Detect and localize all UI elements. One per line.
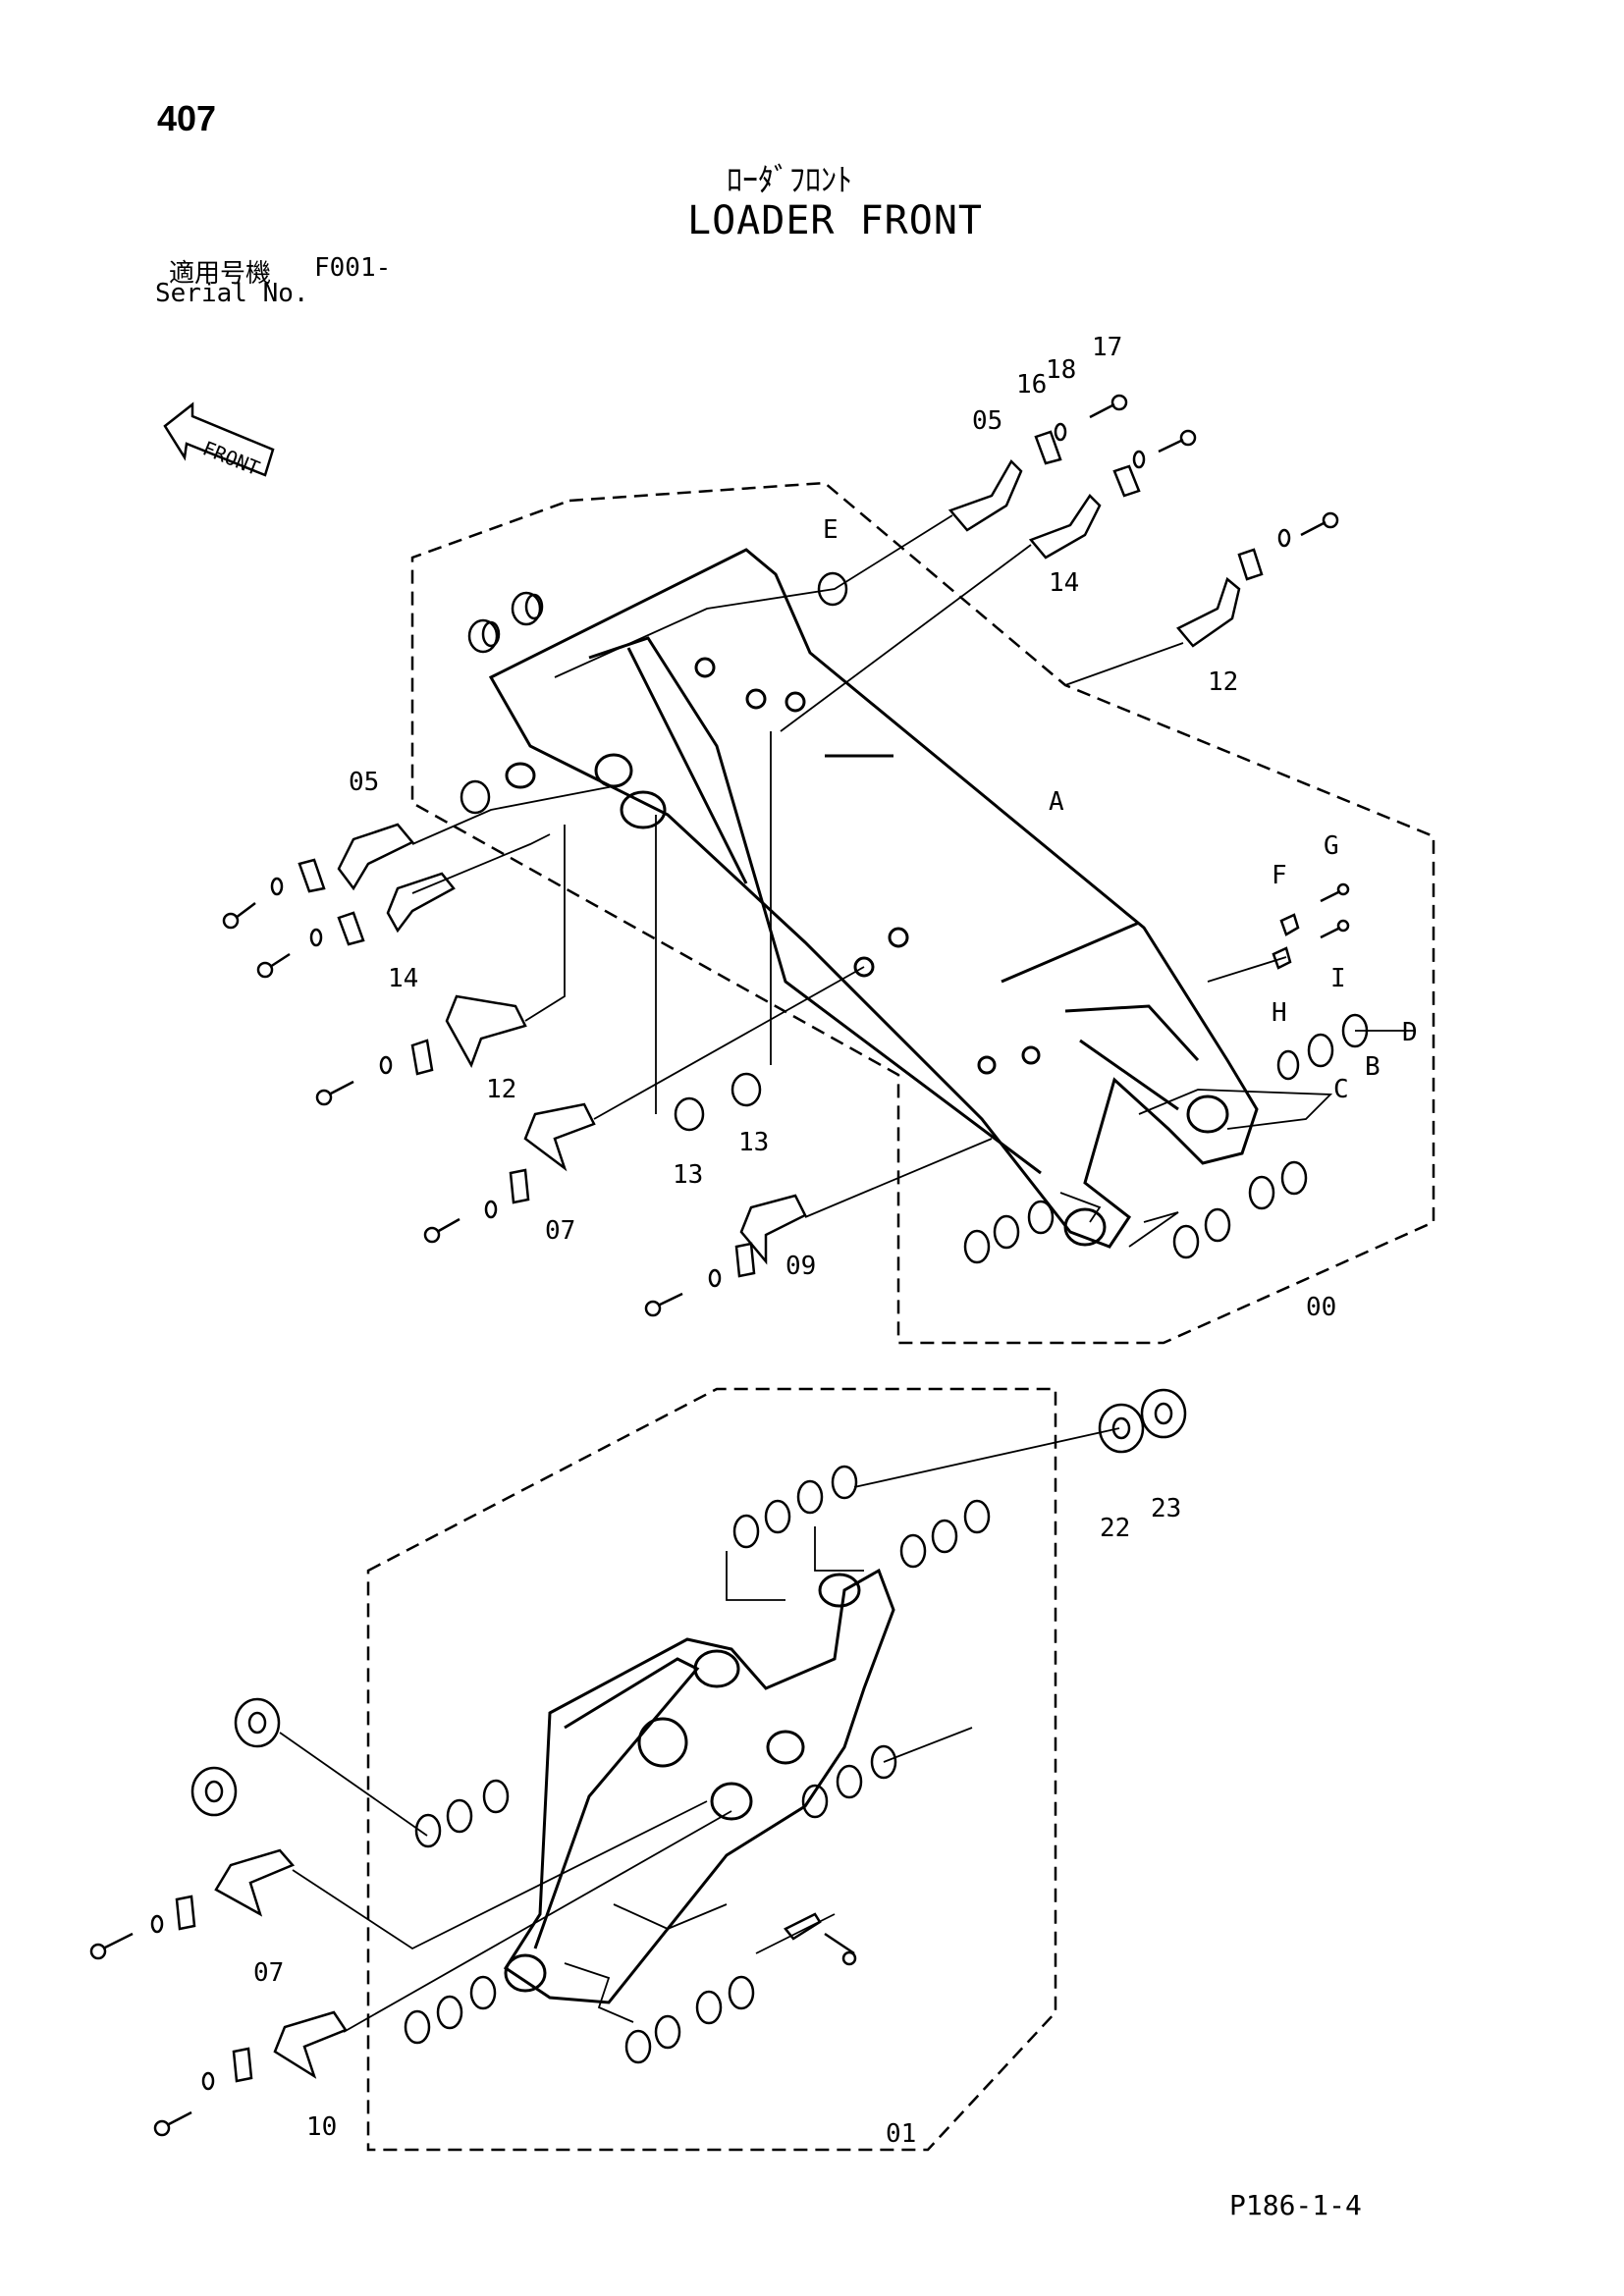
callout-e: E bbox=[823, 515, 839, 545]
callout-18: 18 bbox=[1046, 355, 1076, 385]
plate-16-left-4 bbox=[509, 1168, 530, 1204]
serial-label-japanese: 適用号機 bbox=[169, 258, 272, 288]
bushing-e-2 bbox=[511, 591, 544, 626]
page-title-japanese: ﾛｰﾀﾞﾌﾛﾝﾄ bbox=[727, 162, 853, 197]
plate-16-lower-1 bbox=[175, 1895, 196, 1931]
bolt-17-upper bbox=[1089, 394, 1128, 419]
plate-16-lower-2 bbox=[232, 2047, 253, 2083]
callout-c: C bbox=[1333, 1075, 1349, 1104]
page-number: 407 bbox=[157, 98, 217, 138]
bolt-17-left-2 bbox=[256, 952, 291, 979]
plate-h-lower bbox=[784, 1912, 822, 1941]
callout-14-lower: 14 bbox=[388, 964, 418, 993]
plate-16-left-1 bbox=[298, 858, 326, 893]
washer-set-bottom-left bbox=[963, 1200, 1055, 1264]
pin-10 bbox=[273, 2010, 348, 2079]
washer-set-top bbox=[732, 1465, 858, 1549]
washer-23-lower bbox=[190, 1766, 238, 1817]
callout-23: 23 bbox=[1151, 1494, 1181, 1523]
bushing-13-2 bbox=[731, 1072, 762, 1107]
callout-d: D bbox=[1402, 1018, 1418, 1047]
callout-10: 10 bbox=[306, 2112, 337, 2142]
plate-16-left-5 bbox=[734, 1242, 756, 1278]
assembly-00-boundary bbox=[410, 481, 1435, 1345]
washer-set-bottom-lower bbox=[404, 1975, 755, 2064]
serial-value: F001- bbox=[314, 253, 392, 283]
washer-set-bottom-right bbox=[1172, 1160, 1308, 1259]
pin-14-upper bbox=[1028, 494, 1102, 560]
bolt-17-left-5 bbox=[644, 1292, 683, 1317]
bolt-17-left-4 bbox=[423, 1217, 460, 1244]
pin-14-lower bbox=[386, 872, 456, 934]
callout-00: 00 bbox=[1306, 1293, 1336, 1322]
leader-lines bbox=[279, 514, 1414, 2033]
callout-22: 22 bbox=[1100, 1514, 1130, 1543]
plate-16-mid bbox=[1112, 464, 1141, 498]
boom-arm bbox=[488, 548, 1259, 1249]
pin-07-lower bbox=[214, 1848, 296, 1917]
callout-f: F bbox=[1272, 861, 1287, 890]
callout-12-upper: 12 bbox=[1208, 667, 1238, 697]
assembly-01-boundary bbox=[366, 1387, 1057, 2152]
front-arrow-icon: FRONT bbox=[163, 401, 275, 480]
plate-16-left-3 bbox=[410, 1039, 434, 1076]
callout-12-lower: 12 bbox=[486, 1075, 516, 1104]
callout-a: A bbox=[1049, 787, 1064, 817]
bolt-17-left-1 bbox=[222, 902, 256, 930]
pin-09 bbox=[739, 1194, 807, 1265]
bushing-13-1 bbox=[674, 1096, 705, 1132]
callout-05-upper: 05 bbox=[972, 406, 1002, 436]
bolt-17-mid bbox=[1158, 429, 1197, 454]
pin-07-upper bbox=[523, 1102, 596, 1172]
page-title: LOADER FRONT bbox=[687, 198, 983, 243]
serial-label: Serial No. bbox=[155, 279, 309, 308]
washer-23-upper bbox=[1140, 1388, 1187, 1439]
callout-14-upper: 14 bbox=[1049, 568, 1079, 598]
callout-i: I bbox=[1330, 964, 1346, 993]
pin-05-lower bbox=[337, 823, 414, 891]
callout-05-lower: 05 bbox=[349, 768, 379, 797]
callout-16: 16 bbox=[1016, 370, 1047, 400]
callout-13-left: 13 bbox=[673, 1160, 703, 1190]
washer-set-right-lower bbox=[899, 1499, 991, 1569]
washer-22-upper bbox=[1098, 1403, 1145, 1454]
callout-07-lower: 07 bbox=[253, 1958, 284, 1988]
plate-16-right bbox=[1237, 548, 1264, 581]
bushing-e-4 bbox=[817, 571, 848, 607]
bolt-i-lower bbox=[824, 1932, 857, 1966]
pin-12-upper bbox=[1176, 576, 1241, 648]
plate-f bbox=[1279, 913, 1300, 936]
callout-13-right: 13 bbox=[738, 1128, 769, 1157]
washer-set-mid-right bbox=[801, 1744, 897, 1819]
callout-07-upper: 07 bbox=[545, 1216, 575, 1246]
page-reference: P186-1-4 bbox=[1229, 2189, 1362, 2221]
pin-05-upper bbox=[947, 458, 1023, 532]
plate-h bbox=[1272, 946, 1292, 970]
bolt-g bbox=[1320, 882, 1350, 903]
callout-h: H bbox=[1272, 998, 1287, 1028]
washer-18-set bbox=[150, 422, 1291, 2091]
bushing-e-1 bbox=[467, 618, 501, 654]
bolt-17-right bbox=[1300, 511, 1339, 537]
bell-crank bbox=[503, 1568, 895, 2004]
callout-17: 17 bbox=[1092, 333, 1122, 362]
bolt-i bbox=[1320, 919, 1350, 939]
bolt-17-lower-1 bbox=[89, 1932, 134, 1960]
washer-set-right bbox=[1276, 1013, 1369, 1081]
washer-22-lower bbox=[234, 1697, 281, 1748]
plate-16-left-2 bbox=[337, 911, 365, 946]
bushing-e-3 bbox=[460, 779, 491, 815]
callout-09: 09 bbox=[785, 1252, 816, 1281]
callout-01: 01 bbox=[886, 2119, 916, 2149]
bolt-17-lower-2 bbox=[153, 2110, 192, 2137]
pin-12-lower bbox=[445, 994, 527, 1068]
plate-16-upper bbox=[1034, 430, 1062, 465]
washer-set-left-lower bbox=[414, 1779, 510, 1848]
bolt-17-left-3 bbox=[315, 1080, 354, 1106]
callout-b: B bbox=[1365, 1052, 1380, 1082]
callout-g: G bbox=[1324, 831, 1339, 861]
